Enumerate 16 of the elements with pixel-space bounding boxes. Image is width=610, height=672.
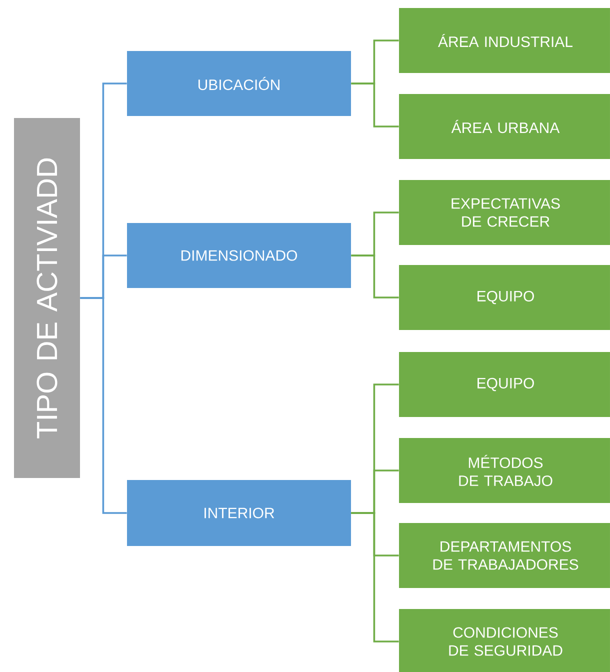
item-box: EQUIPO — [399, 265, 610, 330]
item-box: ÁREA INDUSTRIAL — [399, 8, 610, 73]
category-box: INTERIOR — [127, 480, 351, 546]
item-box: EXPECTATIVAS DE CRECER — [399, 180, 610, 245]
category-box: DIMENSIONADO — [127, 223, 351, 288]
item-box: DEPARTAMENTOS DE TRABAJADORES — [399, 523, 610, 588]
item-box: MÉTODOS DE TRABAJO — [399, 438, 610, 503]
title-banner: TIPO DE ACTIVIADD — [14, 118, 80, 478]
item-box: CONDICIONES DE SEGURIDAD — [399, 609, 610, 672]
connector-line — [351, 82, 399, 128]
item-box: EQUIPO — [399, 352, 610, 417]
connector-line — [80, 297, 127, 514]
connector-line — [351, 512, 399, 642]
connector-line — [351, 254, 399, 298]
category-box: UBICACIÓN — [127, 51, 351, 116]
item-box: ÁREA URBANA — [399, 94, 610, 159]
